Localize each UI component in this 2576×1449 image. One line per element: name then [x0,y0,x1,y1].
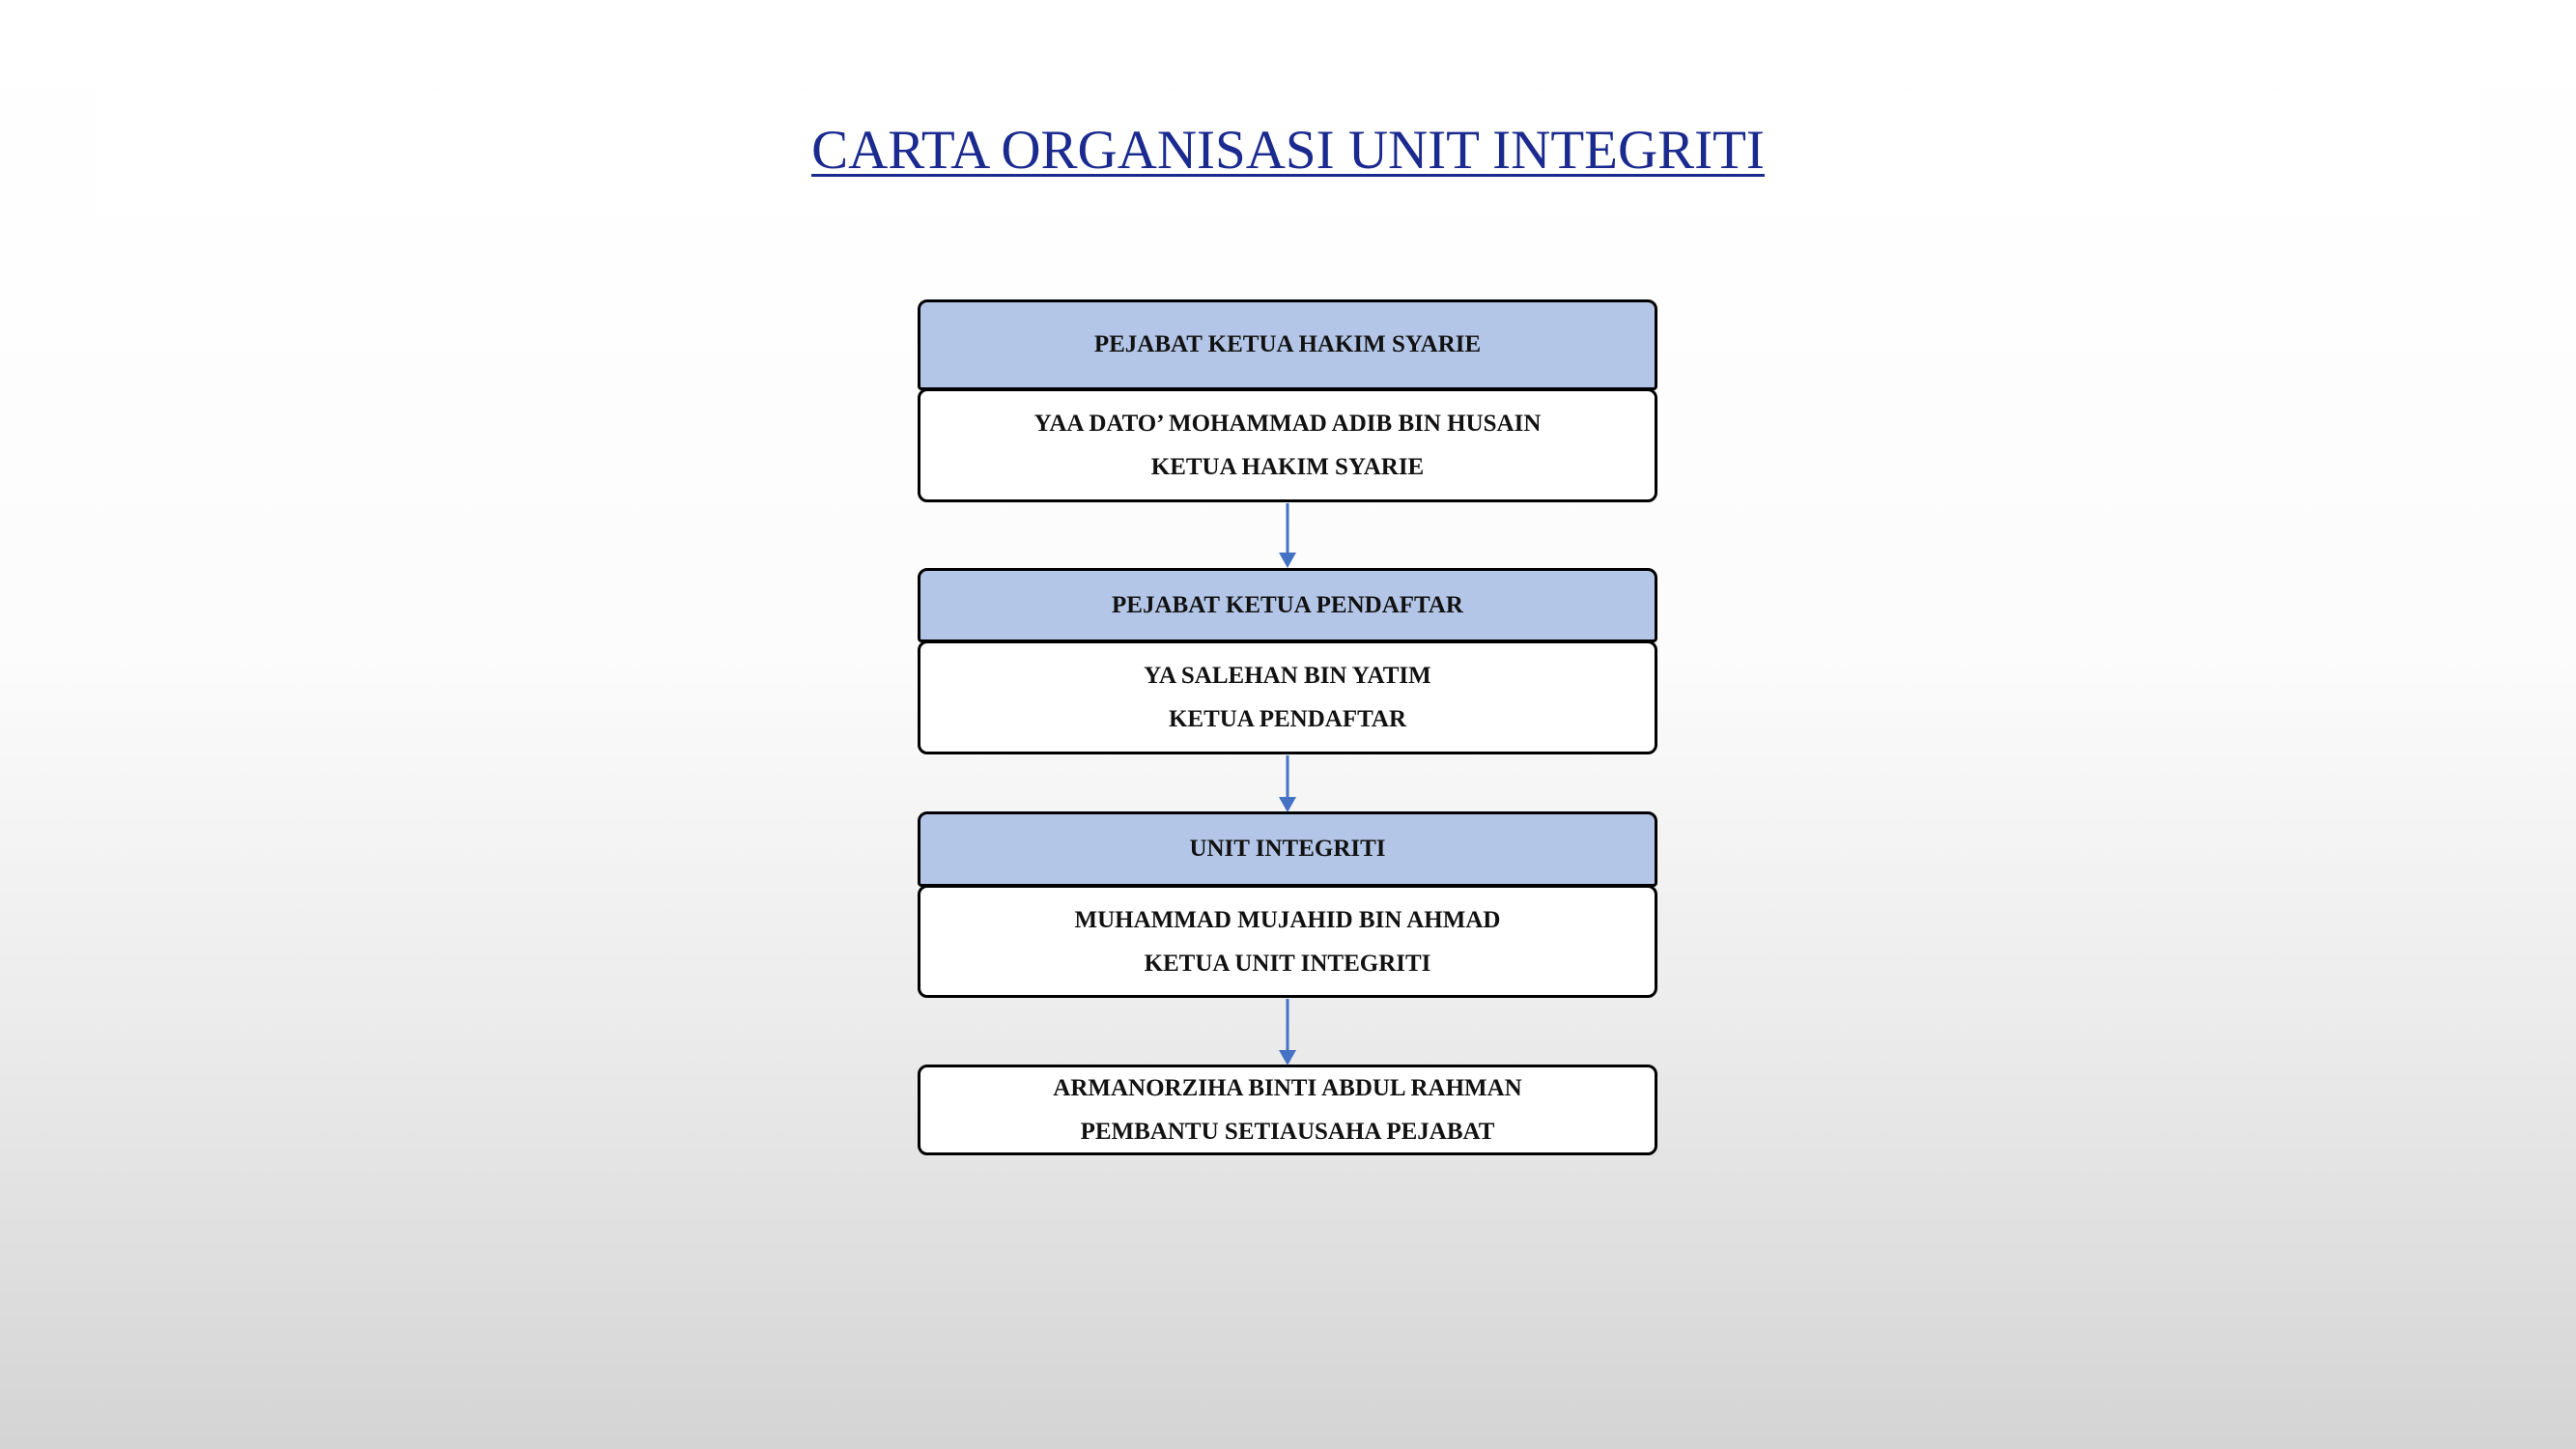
level-1-person-box: YAA DATO’ MOHAMMAD ADIB BIN HUSAIN KETUA… [918,388,1657,502]
page-title: CARTA ORGANISASI UNIT INTEGRITI [811,120,1765,181]
level-3-person-name: MUHAMMAD MUJAHID BIN AHMAD [1074,906,1501,933]
level-2-header-label: PEJABAT KETUA PENDAFTAR [1112,591,1463,618]
connector-3-4 [1279,999,1296,1065]
level-1-person-name: YAA DATO’ MOHAMMAD ADIB BIN HUSAIN [1033,411,1542,437]
title-band [97,92,2479,217]
level-2-header-box: PEJABAT KETUA PENDAFTAR [918,568,1657,642]
level-4-person-role: PEMBANTU SETIAUSAHA PEJABAT [1080,1119,1495,1145]
level-3-person-box: MUHAMMAD MUJAHID BIN AHMAD KETUA UNIT IN… [918,885,1657,998]
level-3-header-label: UNIT INTEGRITI [1189,836,1386,862]
level-4-person-name: ARMANORZIHA BINTI ABDUL RAHMAN [1053,1075,1522,1101]
level-1-person-role: KETUA HAKIM SYARIE [1150,454,1425,480]
connector-2-3 [1279,755,1296,812]
level-2-person-box: YA SALEHAN BIN YATIM KETUA PENDAFTAR [918,640,1657,754]
level-3-person-role: KETUA UNIT INTEGRITI [1144,950,1431,977]
level-2-person-role: KETUA PENDAFTAR [1168,706,1407,732]
level-4-person-box: ARMANORZIHA BINTI ABDUL RAHMAN PEMBANTU … [918,1065,1657,1155]
level-1-header-label: PEJABAT KETUA HAKIM SYARIE [1093,331,1482,357]
connector-1-2 [1279,503,1296,568]
level-2-person-name: YA SALEHAN BIN YATIM [1144,663,1431,689]
